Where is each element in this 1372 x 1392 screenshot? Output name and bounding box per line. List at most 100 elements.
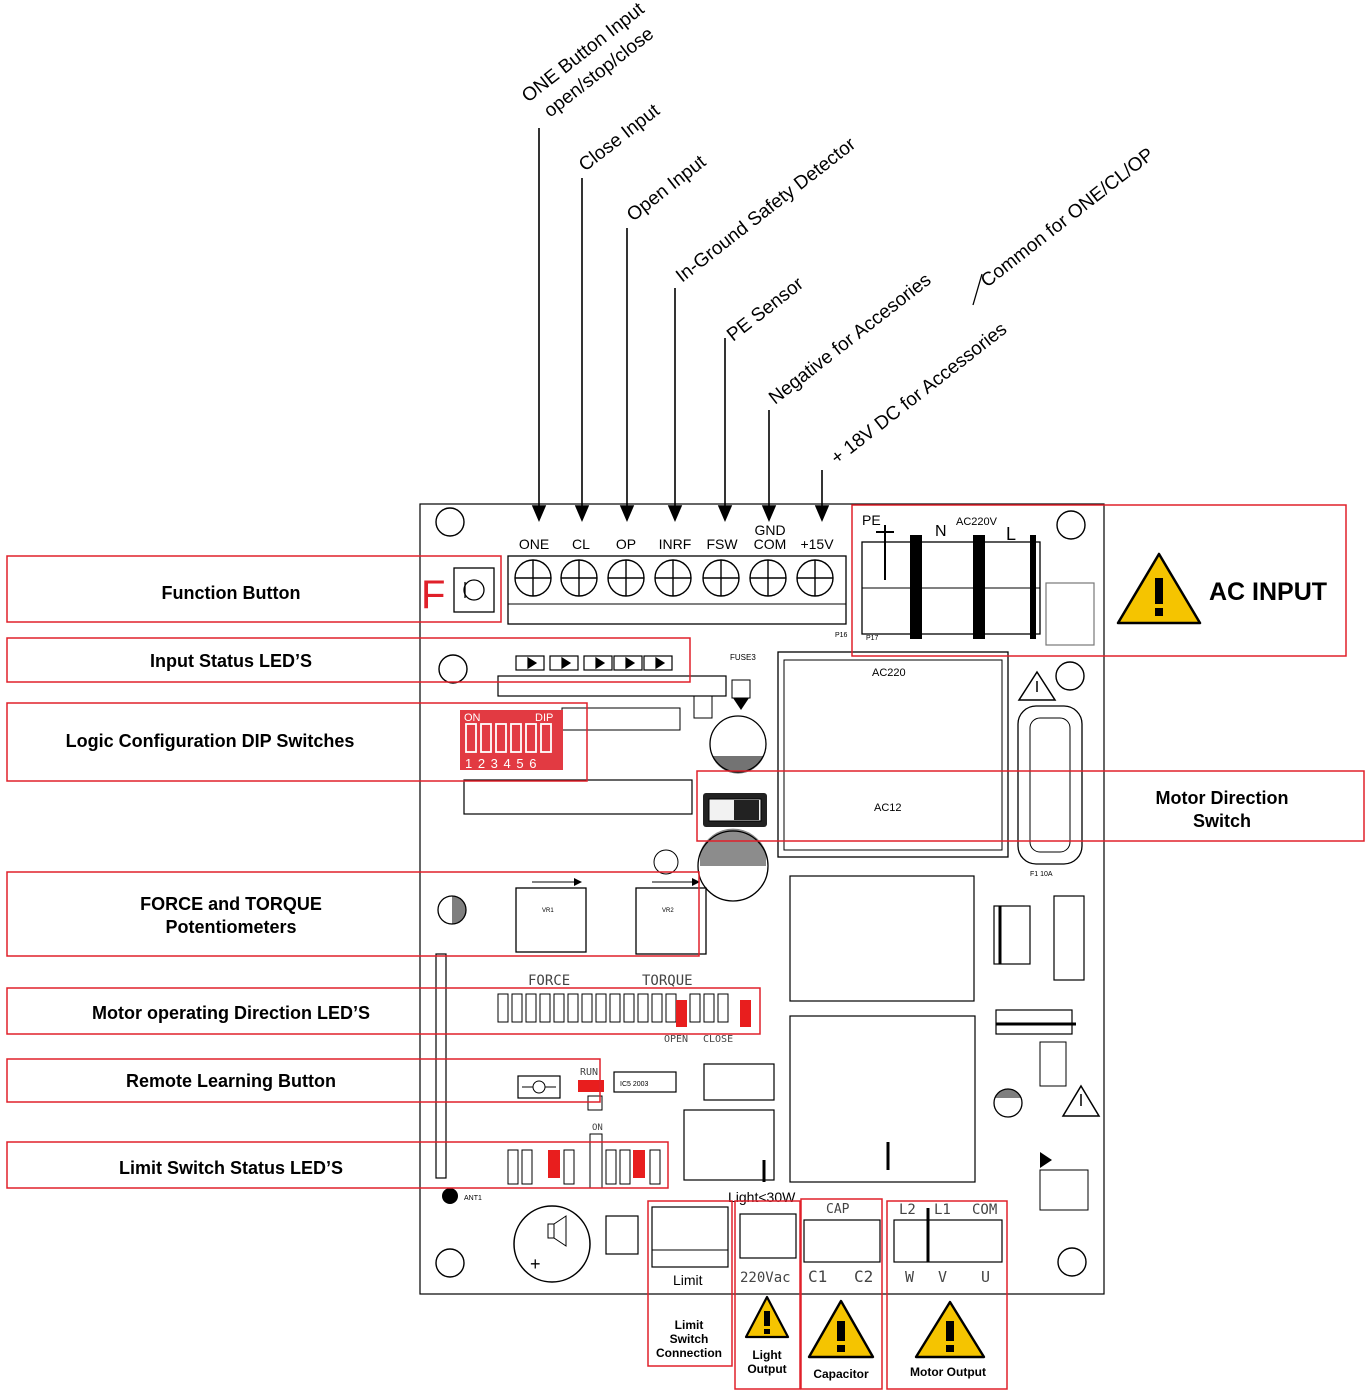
input-status-leds: [515, 655, 673, 671]
p17-label: P17: [866, 635, 879, 642]
cap-board-label: CAP: [826, 1202, 850, 1217]
callout-input-leds: Input Status LED’S: [150, 651, 312, 671]
limit-board-label: Limit: [673, 1272, 703, 1288]
open-board-label: OPEN: [664, 1034, 688, 1045]
l2-label: L2: [899, 1202, 916, 1218]
l-label: L: [1006, 524, 1016, 544]
close-board-label: CLOSE: [703, 1034, 733, 1045]
terminal-label-fsw: FSW: [706, 536, 738, 552]
p16-label: P16: [835, 632, 848, 639]
run-label: RUN: [580, 1067, 598, 1078]
light30w-label: Light<30W: [728, 1189, 796, 1205]
pcb-board: [419, 503, 1105, 1295]
remote-learning-switch[interactable]: [517, 1075, 561, 1099]
label-close-input: Close Input: [575, 100, 664, 176]
limit-leds-area: [507, 1133, 661, 1189]
ac220-label: AC220: [872, 667, 906, 679]
dip-switch-bank[interactable]: ON DIP 1 2 3 4 5 6: [460, 710, 563, 771]
svg-text:+: +: [530, 1254, 541, 1274]
callout-ac-input: AC INPUT: [1209, 578, 1327, 606]
callout-remote-learning: Remote Learning Button: [126, 1071, 336, 1091]
limit-led-1: [548, 1150, 560, 1178]
l1-label: L1: [934, 1202, 951, 1218]
callout-force-torque-1: FORCE and TORQUE: [140, 894, 322, 914]
f1-label: F1 10A: [1030, 871, 1053, 878]
v-label: V: [938, 1268, 947, 1286]
resistor-row: [497, 993, 729, 1023]
callout-limit-leds: Limit Switch Status LED’S: [119, 1158, 343, 1178]
callout-motor-output: Motor Output: [910, 1365, 986, 1379]
mounting-holes: [435, 507, 1087, 1278]
force-board-label: FORCE: [528, 973, 570, 989]
callout-function-button: Function Button: [162, 583, 301, 603]
callout-force-torque-2: Potentiometers: [165, 917, 296, 937]
pe-label: PE: [862, 512, 881, 528]
close-direction-led: [740, 1000, 751, 1027]
terminal-label-gnd: GND: [754, 522, 785, 538]
top-labels: ONE Button Input open/stop/close Close I…: [518, 0, 1158, 469]
bottom-callouts: [647, 1198, 1008, 1390]
run-led: [578, 1080, 604, 1092]
terminal-label-one: ONE: [519, 536, 549, 552]
callout-light-2: Output: [747, 1362, 786, 1376]
callout-limit-3: Connection: [656, 1346, 722, 1360]
limit-led-2: [633, 1150, 645, 1178]
v220ac-label: 220Vac: [740, 1270, 791, 1286]
callout-motor-dir-leds: Motor operating Direction LED’S: [92, 1003, 370, 1023]
callout-limit-1: Limit: [675, 1318, 704, 1332]
ac-input-terminal: PE N AC220V L P17: [862, 512, 1016, 642]
fuse-label: FUSE3: [730, 653, 756, 662]
open-direction-led: [676, 1000, 687, 1027]
n-label: N: [935, 523, 947, 540]
torque-board-label: TORQUE: [642, 973, 693, 989]
vr2-label: VR2: [662, 908, 674, 914]
dip-on-label: ON: [464, 712, 481, 724]
terminal-block: ONE CL OP INRF FSW GND COM +15V: [519, 522, 834, 552]
force-potentiometer[interactable]: VR1: [515, 878, 587, 953]
callout-capacitor: Capacitor: [813, 1367, 869, 1381]
light-warning-icon: [744, 1295, 790, 1339]
ac12-label: AC12: [874, 802, 902, 814]
dip-label: DIP: [535, 712, 553, 724]
ic5-label: IC5 2003: [620, 1081, 649, 1088]
torque-potentiometer[interactable]: VR2: [635, 878, 707, 955]
function-button-switch[interactable]: [453, 567, 495, 613]
callout-limit-2: Switch: [670, 1332, 709, 1346]
vr1-label: VR1: [542, 908, 554, 914]
label-open-input: Open Input: [623, 151, 711, 226]
board-warning-icons: [1017, 670, 1101, 1117]
callout-motor-dir-1: Motor Direction: [1156, 788, 1289, 808]
motor-connector: L2 L1 COM W V U: [893, 1202, 1003, 1286]
left-callouts: [6, 555, 761, 1189]
ac-input-warning-icon: [1116, 552, 1202, 625]
label-common: Common for ONE/CL/OP: [977, 144, 1158, 292]
ant1-label: ANT1: [464, 1195, 482, 1202]
w-label: W: [905, 1268, 915, 1286]
limit-connector: Limit: [651, 1206, 729, 1288]
capacitor-warning-icon: [807, 1299, 875, 1359]
dip-numbers: 1 2 3 4 5 6: [465, 756, 537, 771]
motor-direction-switch[interactable]: [703, 793, 767, 827]
function-f-letter: F: [421, 573, 445, 617]
com-board-label: COM: [972, 1202, 997, 1218]
light-connector: Light<30W 220Vac: [728, 1189, 797, 1286]
callout-motor-dir-2: Switch: [1193, 811, 1251, 831]
callout-dip: Logic Configuration DIP Switches: [66, 731, 355, 751]
terminal-label-inrf: INRF: [659, 536, 692, 552]
transformer: [777, 651, 1009, 858]
callout-light-1: Light: [752, 1348, 781, 1362]
c2-label: C2: [854, 1267, 873, 1286]
terminal-arrows: [531, 128, 830, 523]
on-label: ON: [592, 1123, 603, 1133]
u-label: U: [981, 1268, 990, 1286]
motor-warning-icon: [914, 1300, 986, 1359]
label-pe-sensor: PE Sensor: [723, 273, 808, 346]
c1-label: C1: [808, 1267, 827, 1286]
terminal-label-15v: +15V: [800, 536, 834, 552]
terminal-label-op: OP: [616, 536, 636, 552]
capacitor-connector: CAP C1 C2: [803, 1202, 881, 1286]
ac220v-label: AC220V: [956, 516, 998, 528]
terminal-label-cl: CL: [572, 536, 590, 552]
terminal-label-com: COM: [754, 536, 787, 552]
